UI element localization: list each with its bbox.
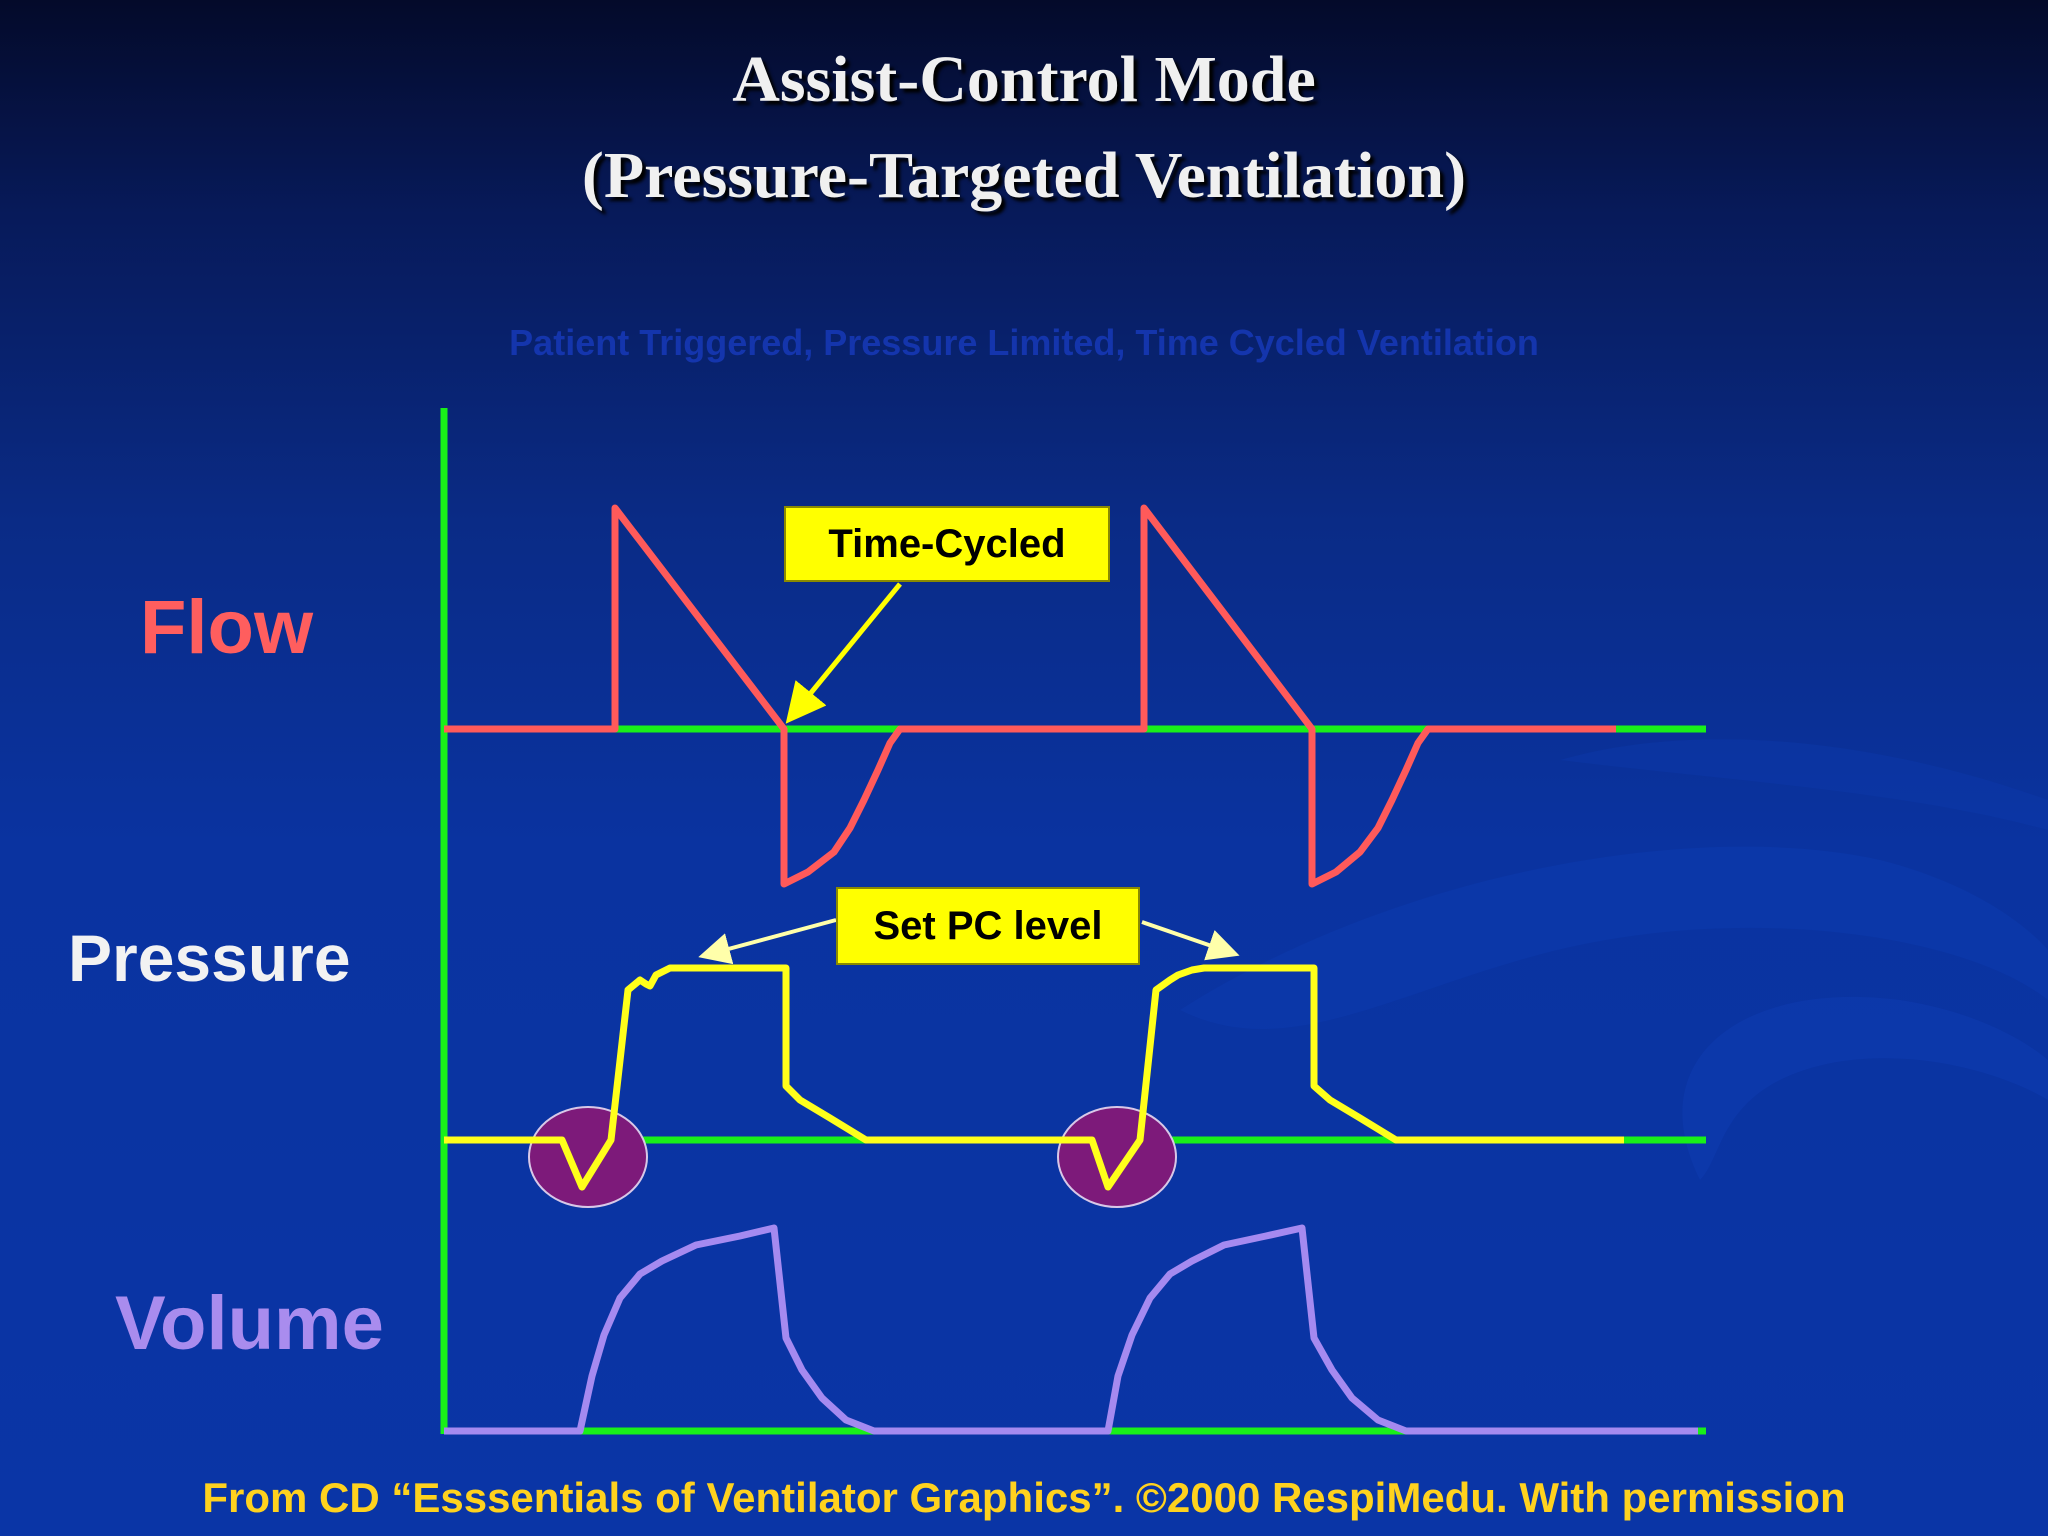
set-pc-level-callout: Set PC level bbox=[836, 887, 1140, 965]
flow-waveform bbox=[444, 504, 1616, 888]
slide-title-line2: (Pressure-Targeted Ventilation) bbox=[581, 139, 1467, 212]
pressure-label: Pressure bbox=[68, 921, 351, 995]
volume-label: Volume bbox=[115, 1281, 384, 1366]
slide-title-line1: Assist-Control Mode bbox=[732, 43, 1316, 116]
flow-label: Flow bbox=[140, 585, 314, 670]
slide-subtitle: Patient Triggered, Pressure Limited, Tim… bbox=[509, 322, 1539, 363]
time-cycled-callout: Time-Cycled bbox=[784, 506, 1110, 582]
volume-waveform bbox=[444, 1224, 1698, 1435]
time-cycled-arrow bbox=[785, 582, 902, 724]
credit-line: From CD “Esssentials of Ventilator Graph… bbox=[202, 1474, 1846, 1521]
set-pc-arrow-right bbox=[1141, 920, 1240, 961]
set-pc-arrow-left bbox=[698, 918, 837, 965]
trigger-marker-2 bbox=[1057, 1106, 1177, 1208]
pressure-waveform bbox=[444, 964, 1624, 1191]
trigger-marker-1 bbox=[528, 1106, 648, 1208]
